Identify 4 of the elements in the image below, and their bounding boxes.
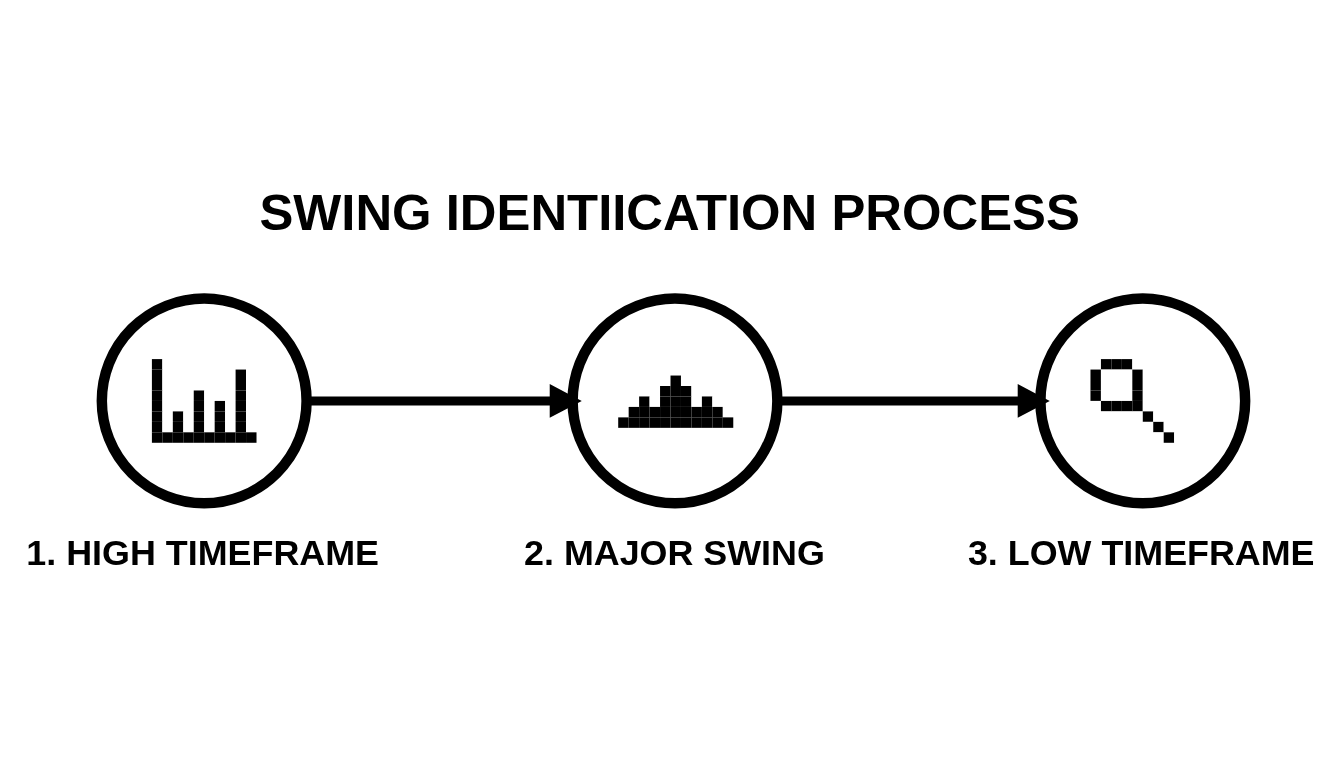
node-label: 1. HIGH TIMEFRAME [26, 532, 379, 573]
node-label: 3. LOW TIMEFRAME [967, 532, 1315, 573]
diagram-title: SWING IDENTIICATION PROCESS [259, 183, 1080, 241]
node-label: 2. MAJOR SWING [524, 532, 825, 573]
